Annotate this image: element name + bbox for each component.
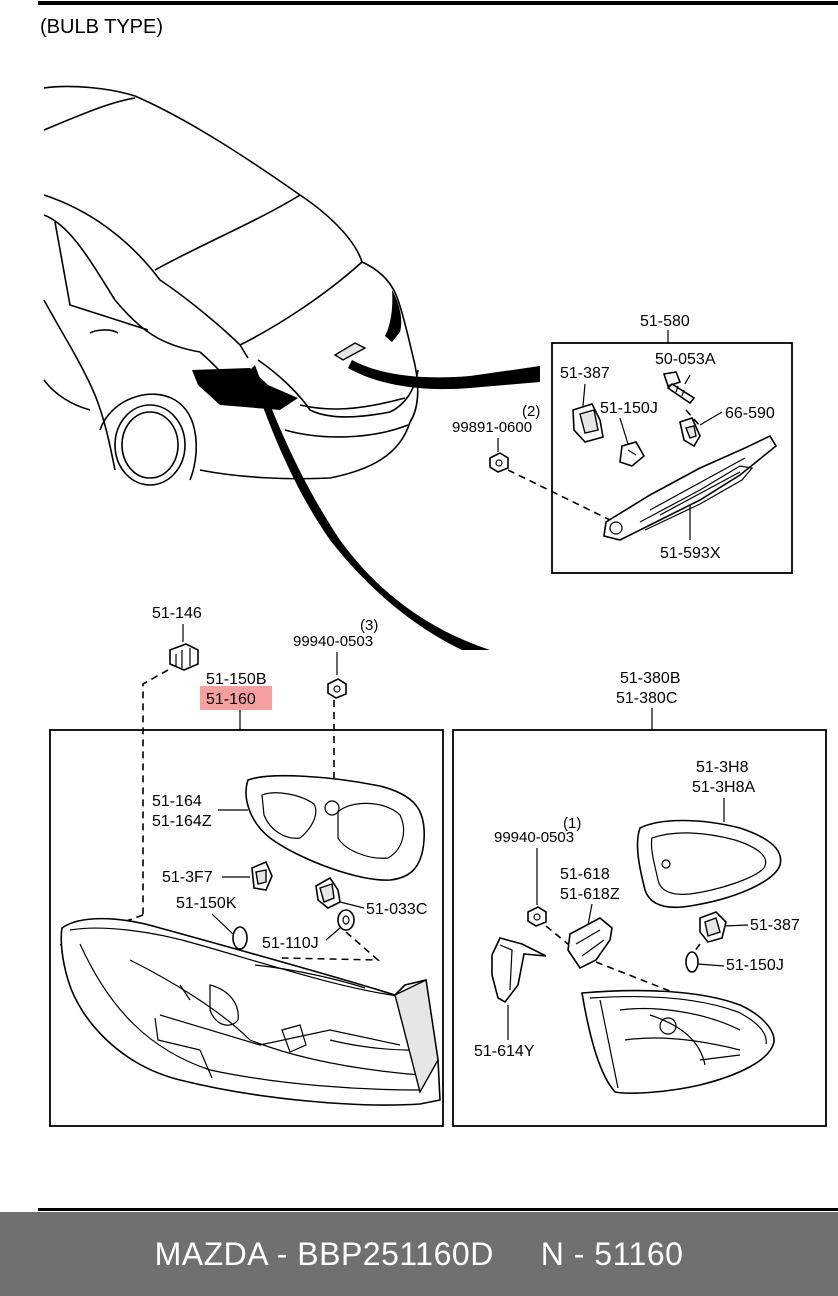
label-51-387-bot[interactable]: 51-387	[750, 917, 800, 934]
label-66-590[interactable]: 66-590	[725, 405, 775, 422]
assembly-box-51-380	[452, 729, 827, 1127]
socket-51-146	[169, 643, 199, 671]
gasket-51-164	[245, 774, 425, 881]
bulb-51-150J-bot	[685, 951, 699, 973]
label-51-3F7[interactable]: 51-3F7	[162, 869, 213, 886]
label-51-150J-top[interactable]: 51-150J	[600, 400, 658, 417]
label-51-614Y[interactable]: 51-614Y	[474, 1043, 535, 1060]
label-51-618[interactable]: 51-618	[560, 866, 610, 883]
label-51-164Z[interactable]: 51-164Z	[152, 813, 212, 830]
label-99940-0503-b[interactable]: 99940-0503	[494, 829, 574, 846]
footer-brand-part: MAZDA - BBP251160D	[154, 1235, 494, 1272]
footer-bar: MAZDA - BBP251160D N - 51160	[0, 1212, 838, 1296]
label-51-387-top[interactable]: 51-387	[560, 365, 610, 382]
inset-box-51-580	[551, 342, 793, 574]
label-99891-0600[interactable]: 99891-0600	[452, 419, 532, 436]
tail-lamp-51-160	[60, 917, 441, 1106]
clip-51-3F7	[251, 860, 273, 891]
parts-diagram: (BULB TYPE) 51-580 50-053A 51-387 51-	[38, 1, 838, 1127]
label-51-033C[interactable]: 51-033C	[366, 901, 427, 918]
label-51-150J-bot[interactable]: 51-150J	[726, 957, 784, 974]
lamp-51-593X	[603, 434, 778, 541]
label-51-618Z[interactable]: 51-618Z	[560, 886, 620, 903]
gasket-51-3H8	[636, 819, 782, 909]
label-51-380B[interactable]: 51-380B	[620, 670, 681, 687]
label-51-164[interactable]: 51-164	[152, 793, 202, 810]
inner-lamp-51-380	[581, 989, 775, 1094]
clip-66-590	[679, 417, 701, 448]
reflector-51-614Y	[491, 937, 547, 1004]
label-51-380C[interactable]: 51-380C	[616, 690, 677, 707]
label-51-150K[interactable]: 51-150K	[176, 895, 237, 912]
bulb-51-150J-top	[619, 441, 646, 467]
label-51-593X[interactable]: 51-593X	[660, 545, 721, 562]
label-99940-0503-a[interactable]: 99940-0503	[293, 633, 373, 650]
highlight-51-160	[200, 686, 272, 710]
bolt-50-053A	[662, 371, 696, 405]
bulb-51-110J	[337, 909, 355, 931]
label-51-3H8A[interactable]: 51-3H8A	[692, 779, 755, 796]
assembly-box-51-160	[49, 729, 444, 1127]
footer-rule	[38, 1208, 838, 1211]
socket-51-387-bot	[699, 911, 727, 943]
label-51-150B[interactable]: 51-150B	[206, 671, 267, 688]
socket-51-033C	[315, 876, 341, 909]
label-51-160[interactable]: 51-160	[206, 691, 256, 708]
label-qty-2[interactable]: (2)	[522, 403, 540, 420]
socket-51-387-top	[572, 403, 604, 443]
label-qty-1[interactable]: (1)	[563, 815, 581, 832]
diagram-title: (BULB TYPE)	[40, 16, 163, 38]
label-51-3H8[interactable]: 51-3H8	[696, 759, 749, 776]
nut-99940-0503-b	[527, 906, 547, 927]
bracket-51-618	[567, 917, 613, 970]
label-50-053A[interactable]: 50-053A	[655, 351, 716, 368]
bulb-51-150K	[232, 926, 248, 950]
label-51-110J[interactable]: 51-110J	[262, 935, 319, 952]
label-51-146[interactable]: 51-146	[152, 605, 202, 622]
nut-99940-0503-a	[327, 678, 347, 699]
label-51-580[interactable]: 51-580	[640, 313, 690, 330]
nut-99891-0600	[489, 452, 509, 473]
footer-number: N - 51160	[540, 1235, 684, 1272]
label-qty-3[interactable]: (3)	[360, 617, 378, 634]
car-illustration	[43, 85, 540, 650]
footer-text: MAZDA - BBP251160D N - 51160	[0, 1212, 838, 1296]
